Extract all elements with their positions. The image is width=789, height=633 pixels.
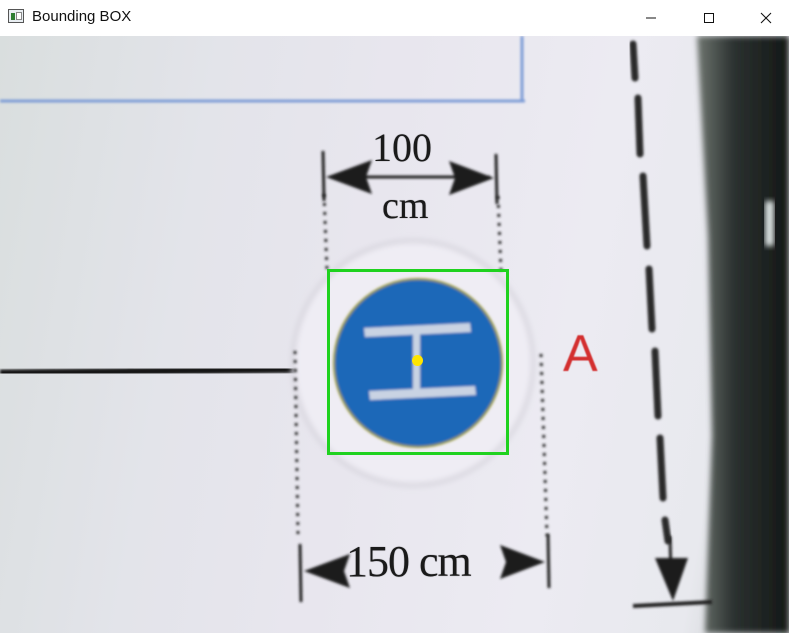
close-icon	[760, 12, 772, 24]
connector-line	[0, 365, 339, 377]
dimension-top-unit: cm	[382, 185, 429, 227]
down-arrow-icon	[632, 535, 713, 608]
marker-letter: A	[563, 325, 598, 383]
dimension-bottom-label: 150 cm	[346, 537, 472, 586]
close-button[interactable]	[743, 0, 789, 36]
minimize-button[interactable]	[628, 0, 674, 36]
paper-frame-outline	[0, 36, 525, 103]
minimize-icon	[646, 17, 656, 19]
bounding-box	[327, 269, 509, 455]
dash-dot-line	[629, 40, 672, 545]
camera-frame: 100 cm 150 cm A	[0, 36, 789, 633]
top-dimension-arrows	[321, 150, 499, 205]
center-point	[412, 355, 423, 366]
maximize-button[interactable]	[686, 0, 732, 36]
dimension-guides	[293, 193, 549, 537]
maximize-icon	[704, 13, 714, 23]
dimension-top-value: 100	[372, 125, 432, 170]
background-edge	[697, 36, 789, 633]
title-bar[interactable]: Bounding BOX	[0, 0, 789, 36]
window-title: Bounding BOX	[32, 8, 132, 25]
app-icon	[8, 9, 24, 23]
bottom-dimension-arrows	[298, 533, 551, 603]
